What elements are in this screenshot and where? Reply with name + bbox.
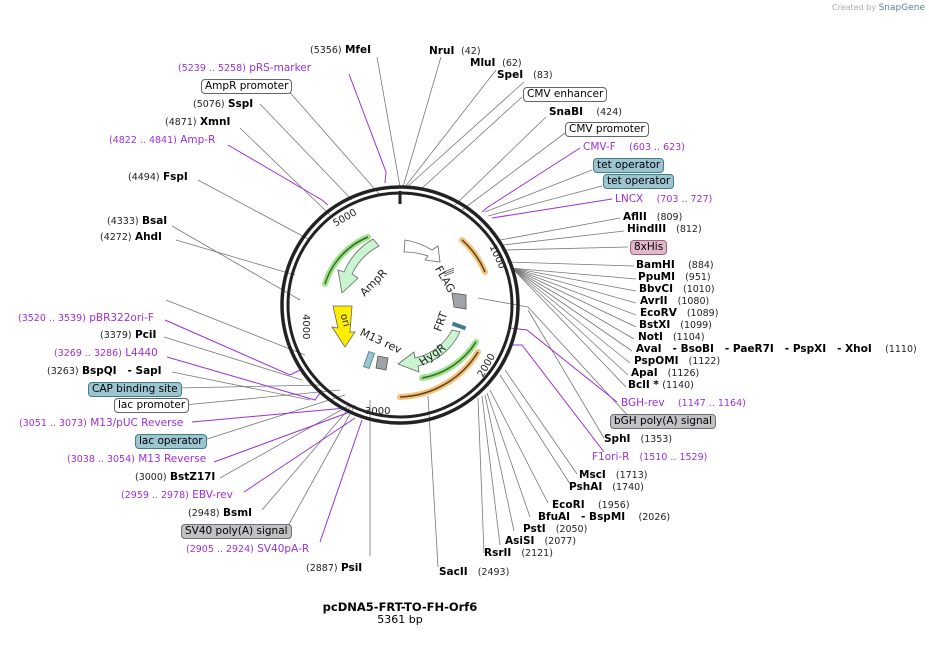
- ori-label: ori: [338, 313, 352, 328]
- enzyme-bfuAI-group[interactable]: BfuAI - BspMI (2026): [538, 511, 671, 523]
- enzyme-pspOMI[interactable]: PspOMI (1122): [634, 355, 721, 367]
- cmv-arrow: [403, 239, 441, 263]
- enzyme-hindIII[interactable]: HindIII (812): [627, 223, 702, 235]
- feature-sv40-polya[interactable]: SV40 poly(A) signal: [181, 524, 292, 539]
- enzyme-ecoRV[interactable]: EcoRV (1089): [640, 307, 719, 319]
- enzyme-speI[interactable]: SpeI (83): [497, 69, 553, 81]
- tick-3000: 3000: [365, 406, 390, 417]
- enzyme-bsmI[interactable]: (2948) BsmI: [188, 507, 253, 519]
- orange-arc-top: [459, 237, 488, 275]
- feature-cmv-enhancer[interactable]: CMV enhancer: [523, 87, 608, 102]
- feature-lac-promoter[interactable]: lac promoter: [114, 398, 190, 413]
- ampr-label: AmpR: [357, 266, 390, 299]
- frt-label: FRT: [431, 310, 450, 333]
- primer-amp-r[interactable]: (4822 .. 4841) Amp-R: [109, 134, 216, 146]
- enzyme-aflII[interactable]: AflII (809): [623, 211, 683, 223]
- connector-lines: [163, 56, 637, 568]
- feature-ampr-promoter[interactable]: AmpR promoter: [201, 79, 293, 94]
- enzyme-avrII[interactable]: AvrII (1080): [640, 295, 710, 307]
- primer-prs-marker[interactable]: (5239 .. 5258) pRS-marker: [178, 62, 312, 74]
- m13rev-label: M13 rev: [358, 326, 404, 357]
- feature-cap-binding-site[interactable]: CAP binding site: [88, 382, 182, 397]
- grey-feature-right: [451, 292, 467, 310]
- enzyme-nruI[interactable]: NruI (42): [429, 45, 481, 57]
- primer-lines: [164, 73, 618, 543]
- hygr-arrow: [397, 329, 461, 373]
- feature-tet-operator-2[interactable]: tet operator: [603, 174, 675, 189]
- enzyme-mfeI[interactable]: (5356) MfeI: [310, 44, 371, 56]
- snapgene-credit: Created by SnapGene: [832, 3, 925, 13]
- enzyme-mscI[interactable]: MscI (1713): [579, 469, 648, 481]
- backbone-ring: [280, 185, 520, 425]
- his-tag: [443, 267, 455, 277]
- enzyme-fspI[interactable]: (4494) FspI: [128, 171, 188, 183]
- lac-features: [362, 350, 376, 370]
- primer-ebv-rev[interactable]: (2959 .. 2978) EBV-rev: [121, 489, 233, 501]
- enzyme-bbvCI[interactable]: BbvCI (1010): [639, 283, 715, 295]
- feature-lac-operator[interactable]: lac operator: [135, 434, 207, 449]
- enzyme-ecoRI[interactable]: EcoRI (1956): [552, 499, 630, 511]
- plasmid-size: 5361 bp: [377, 613, 423, 626]
- enzyme-ppuMI[interactable]: PpuMI (951): [638, 271, 711, 283]
- enzyme-bspQI-group[interactable]: (3263) BspQI - SapI: [47, 365, 162, 377]
- enzyme-bstXI[interactable]: BstXI (1099): [639, 319, 712, 331]
- enzyme-ahdI[interactable]: (4272) AhdI: [100, 231, 162, 243]
- feature-bgh-polya[interactable]: bGH poly(A) signal: [610, 414, 717, 429]
- enzyme-avaI-group[interactable]: AvaI - BsoBI - PaeR7I - PspXI - XhoI (11…: [636, 343, 917, 355]
- tick-5000: 5000: [331, 207, 359, 229]
- enzyme-apaI[interactable]: ApaI (1126): [631, 367, 700, 379]
- inner-features: [322, 234, 488, 400]
- primer-m13-reverse[interactable]: (3038 .. 3054) M13 Reverse: [67, 453, 207, 465]
- primer-sv40pa-r[interactable]: (2905 .. 2924) SV40pA-R: [186, 543, 310, 555]
- primer-cmv-f[interactable]: CMV-F (603 .. 623): [583, 141, 685, 153]
- enzyme-asiSI[interactable]: AsiSI (2077): [505, 535, 577, 547]
- enzyme-sspI[interactable]: (5076) SspI: [193, 98, 254, 110]
- grey-feature-left: [375, 355, 389, 371]
- enzyme-bstZ17I[interactable]: (3000) BstZ17I: [135, 471, 216, 483]
- enzyme-bclI[interactable]: BclI * (1140): [628, 379, 694, 391]
- primer-pbr322ori-f[interactable]: (3520 .. 3539) pBR322ori-F: [18, 312, 154, 324]
- enzyme-sphI[interactable]: SphI (1353): [604, 433, 673, 445]
- primer-m13-puc-reverse[interactable]: (3051 .. 3073) M13/pUC Reverse: [19, 417, 184, 429]
- tick-4000: 4000: [300, 314, 311, 339]
- frt-box: [451, 321, 467, 331]
- primer-f1ori-r[interactable]: F1ori-R (1510 .. 1529): [592, 451, 708, 463]
- enzyme-bamHI[interactable]: BamHI (884): [636, 259, 714, 271]
- plasmid-name: pcDNA5-FRT-TO-FH-Orf6: [322, 600, 478, 614]
- enzyme-mluI[interactable]: MluI (62): [470, 57, 522, 69]
- enzyme-bsaI[interactable]: (4333) BsaI: [107, 215, 168, 227]
- enzyme-pstI[interactable]: PstI (2050): [523, 523, 588, 535]
- feature-cmv-promoter[interactable]: CMV promoter: [565, 122, 649, 137]
- enzyme-rsrII[interactable]: RsrII (2121): [484, 547, 553, 559]
- enzyme-sacII[interactable]: SacII (2493): [439, 566, 510, 578]
- primer-lncx[interactable]: LNCX (703 .. 727): [615, 193, 713, 205]
- enzyme-pciI[interactable]: (3379) PciI: [100, 329, 157, 341]
- primer-l4440[interactable]: (3269 .. 3286) L4440: [54, 347, 158, 359]
- enzyme-psiI[interactable]: (2887) PsiI: [306, 562, 363, 574]
- enzyme-xmnI[interactable]: (4871) XmnI: [165, 116, 231, 128]
- ori-arrow: [331, 305, 356, 348]
- feature-8xhis[interactable]: 8xHis: [630, 240, 668, 255]
- enzyme-pshAI[interactable]: PshAI (1740): [569, 481, 644, 493]
- enzyme-notI[interactable]: NotI (1104): [638, 331, 705, 343]
- feature-tet-operator-1[interactable]: tet operator: [593, 158, 665, 173]
- primer-bgh-rev[interactable]: BGH-rev (1147 .. 1164): [621, 397, 746, 409]
- enzyme-snaBI[interactable]: SnaBI (424): [549, 106, 622, 118]
- ampr-arrow: [337, 238, 380, 294]
